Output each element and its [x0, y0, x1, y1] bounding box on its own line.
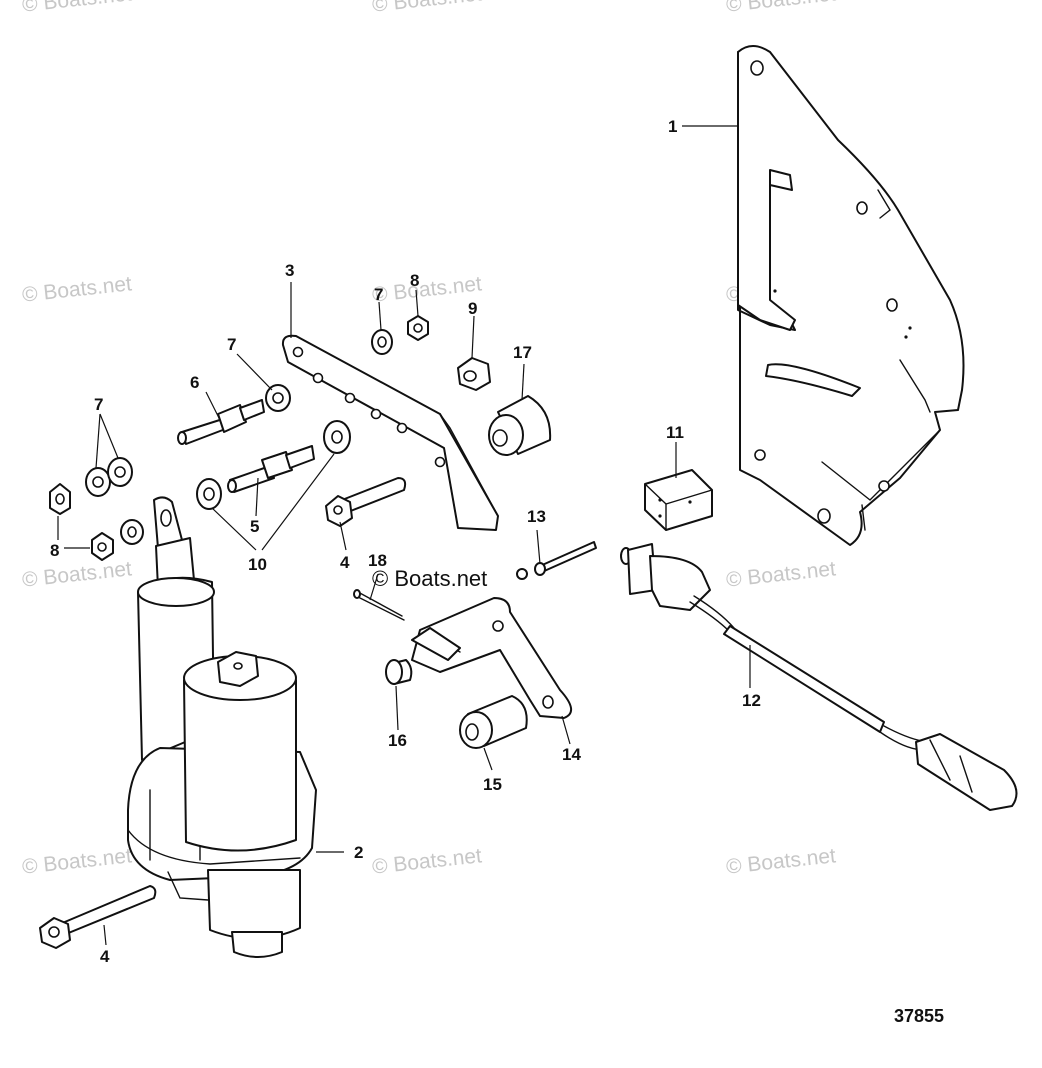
callout-5: 5: [250, 517, 259, 536]
bracket-14: [411, 597, 572, 719]
nut-9: [457, 357, 491, 391]
stud-5: [227, 445, 315, 493]
washer-7-left-b: [107, 457, 133, 487]
callout-10: 10: [248, 555, 267, 574]
callout-11: 11: [666, 423, 684, 442]
plug-16: [385, 659, 413, 685]
callout-7-upper: 7: [374, 285, 383, 304]
washer-7-upper-right: [371, 329, 393, 355]
callout-17: 17: [513, 343, 532, 362]
callout-4-lower: 4: [100, 947, 110, 966]
callout-1: 1: [668, 117, 677, 136]
watermark-center: © Boats.net: [372, 566, 488, 591]
washer-10-right: [323, 420, 351, 454]
stud-6: [177, 399, 265, 445]
callout-16: 16: [388, 731, 407, 750]
callout-4-upper: 4: [340, 553, 350, 572]
washer-7-left-a: [85, 467, 111, 497]
callout-7-left: 7: [94, 395, 103, 414]
bolt-4-lower: [39, 885, 157, 949]
callout-6: 6: [190, 373, 199, 392]
cotter-pin-18: [353, 589, 405, 621]
nut-8-lower: [91, 532, 114, 561]
spacer-15: [459, 695, 528, 749]
washer-10-left: [196, 478, 222, 510]
link-bar: [281, 334, 499, 531]
block-11: [644, 469, 713, 531]
actuator-assembly: [127, 496, 317, 958]
figure-number: 37855: [894, 1006, 945, 1026]
leader-lines: [57, 125, 751, 946]
nut-8-upper: [407, 315, 429, 341]
callout-14: 14: [562, 745, 581, 764]
callout-13: 13: [527, 507, 546, 526]
callout-2: 2: [354, 843, 363, 862]
callout-15: 15: [483, 775, 502, 794]
callout-labels: 1 2 3 4 4 5 6 7 7 7 8 8 9 10 11 12 13 14…: [50, 117, 761, 966]
bushing-17: [488, 395, 552, 456]
screw-13: [516, 541, 597, 580]
callout-3: 3: [285, 261, 294, 280]
callout-8-upper: 8: [410, 271, 419, 290]
bolt-4-upper: [325, 477, 407, 527]
callout-8-left: 8: [50, 541, 59, 560]
washer-left-lower: [120, 519, 144, 545]
callout-12: 12: [742, 691, 761, 710]
nut-8-left: [49, 483, 71, 515]
callout-18: 18: [368, 551, 387, 570]
washer-7-mid: [265, 384, 291, 412]
sensor-harness-12: [620, 543, 1018, 811]
mounting-bracket-plate: [737, 45, 965, 546]
callout-7-mid: 7: [227, 335, 236, 354]
callout-9: 9: [468, 299, 477, 318]
